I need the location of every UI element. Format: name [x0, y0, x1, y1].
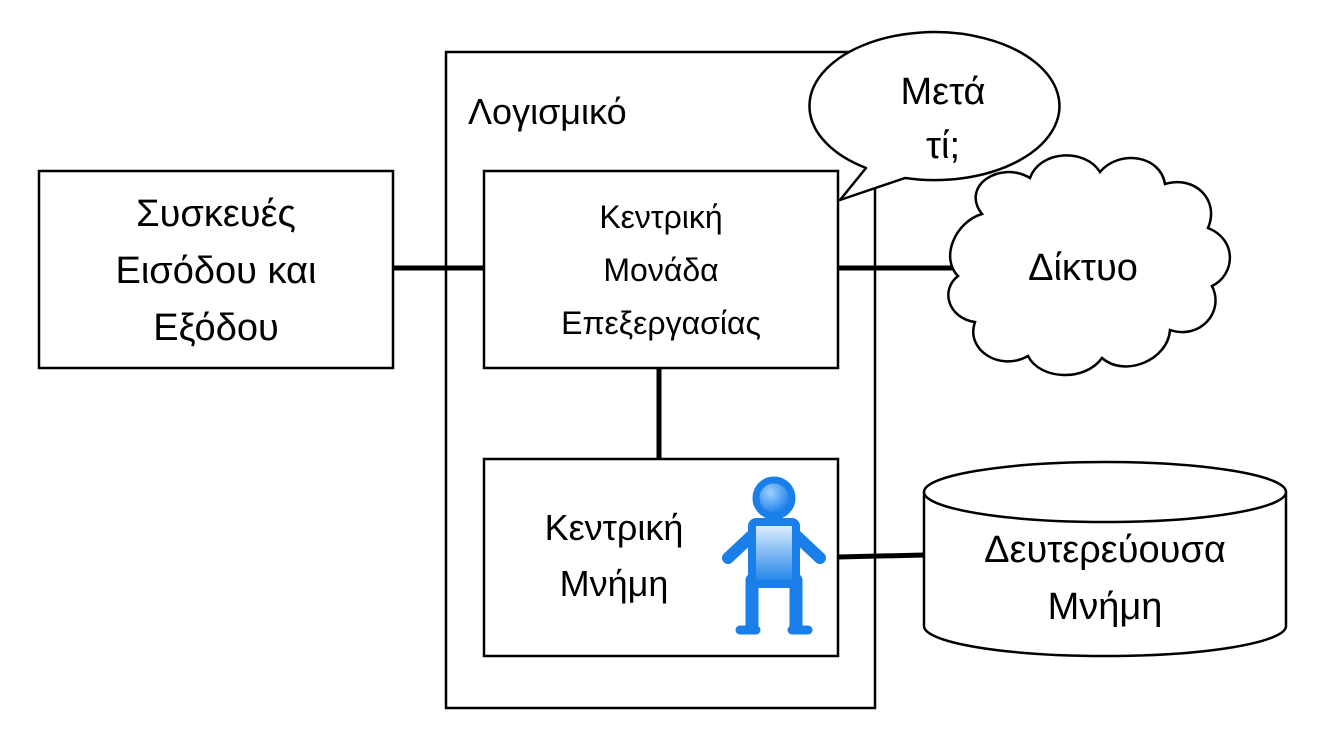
- cpu-label-line-3: Επεξεργασίας: [561, 305, 761, 341]
- cpu-label-line-1: Κεντρική: [599, 199, 722, 235]
- main-memory-label-line-2: Μνήμη: [560, 563, 669, 604]
- speech-bubble: [808, 30, 1061, 202]
- io-devices-label-line-3: Εξόδου: [153, 307, 279, 349]
- software-box: [444, 50, 877, 710]
- main-memory-label-line-1: Κεντρική: [545, 507, 684, 548]
- connector-memory-storage: [837, 552, 925, 560]
- network-label: Δίκτυο: [1028, 247, 1138, 289]
- secondary-storage-cylinder: [922, 460, 1288, 658]
- io-devices-label-line-1: Συσκευές: [136, 193, 296, 235]
- speech-bubble-line-2: τί;: [926, 125, 960, 167]
- cpu-label-line-2: Μονάδα: [603, 252, 718, 288]
- io-devices-label-line-2: Εισόδου και: [116, 250, 317, 292]
- secondary-storage-label-line-1: Δευτερεύουσα: [984, 529, 1226, 571]
- software-label: Λογισμικό: [468, 91, 627, 132]
- io-devices-box: [37, 169, 395, 370]
- secondary-storage-label-line-2: Μνήμη: [1048, 586, 1163, 628]
- speech-bubble-line-1: Μετά: [900, 71, 985, 113]
- cpu-box: [482, 169, 840, 370]
- person-icon: [722, 476, 826, 635]
- network-cloud: [947, 154, 1232, 377]
